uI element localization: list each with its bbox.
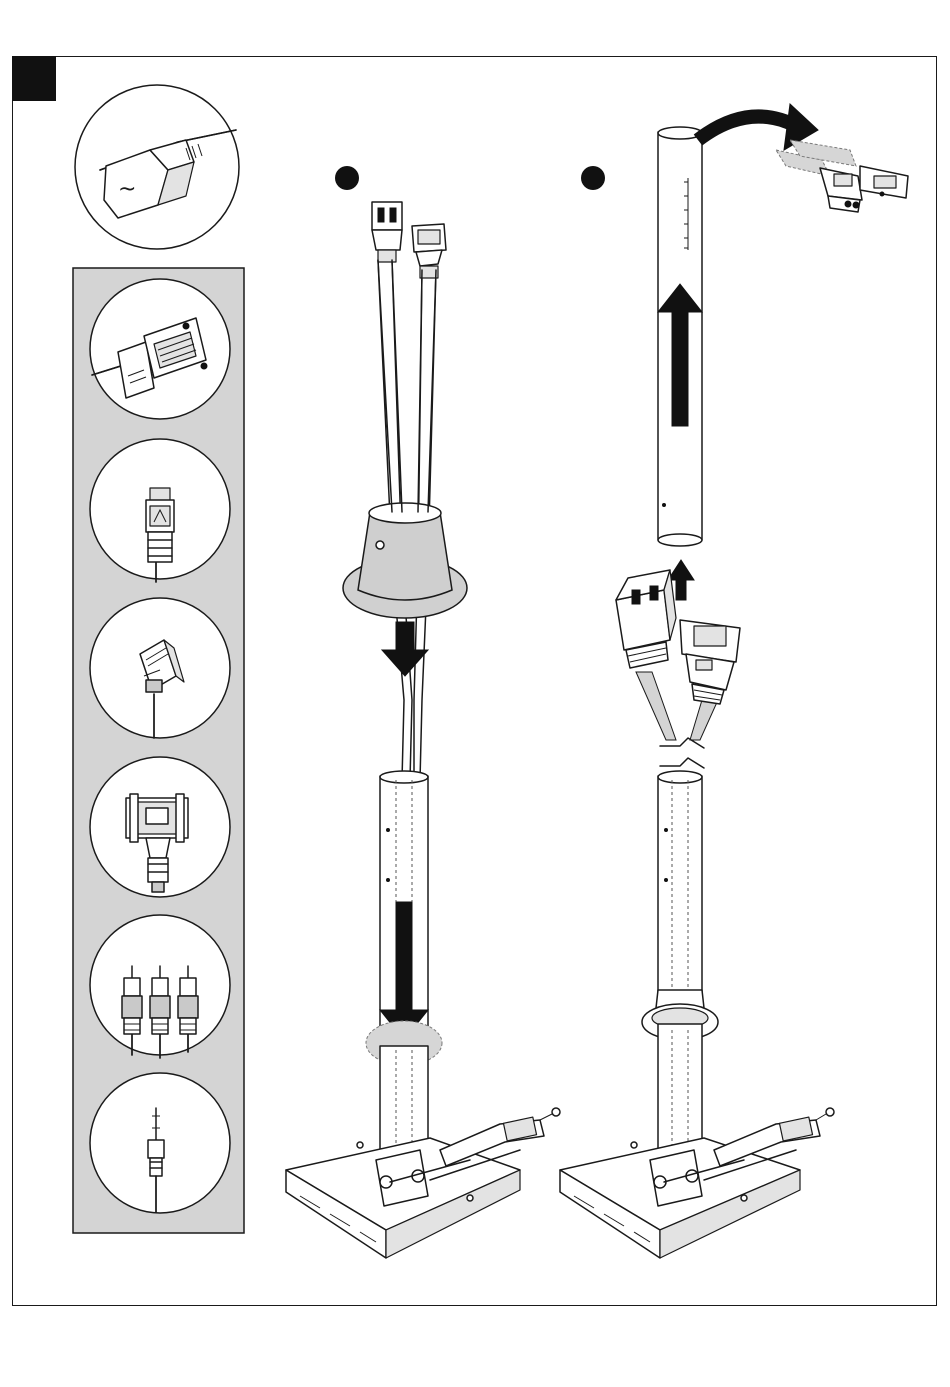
step-1-pole — [366, 771, 442, 1196]
step-2-illustration — [560, 104, 908, 1258]
dvi-connector-icon — [90, 757, 230, 897]
step-2-lower-pole — [642, 771, 718, 1192]
ac-symbol: ~ — [118, 177, 136, 202]
step-1-marker — [335, 166, 359, 190]
step-1-grommet — [343, 260, 467, 618]
push-down-arrow-small — [382, 622, 428, 676]
rj45-connector-icon — [90, 598, 230, 738]
audio-jack-icon — [90, 1073, 230, 1213]
ghost-connectors — [776, 140, 908, 212]
power-connector-callout: ~ — [75, 85, 239, 249]
cable-types-panel — [73, 268, 244, 1233]
step-2-upper-pole — [658, 127, 702, 546]
vga-connector-icon — [90, 279, 230, 419]
step-2-marker — [581, 166, 605, 190]
step-1-illustration — [286, 166, 560, 1258]
